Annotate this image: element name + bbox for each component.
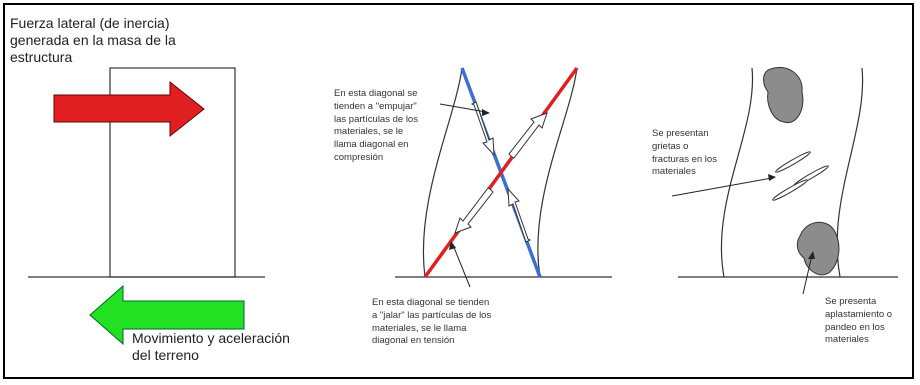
ground-motion-arrow bbox=[89, 284, 245, 346]
compression-arrow-lower bbox=[507, 187, 532, 243]
ground-motion-label: Movimiento y aceleración del terreno bbox=[132, 330, 290, 363]
panel-3-right-wall bbox=[836, 67, 864, 278]
panel-3-damage bbox=[671, 67, 898, 295]
panel-2-left-wall bbox=[422, 67, 463, 278]
compression-leader-arrowhead bbox=[482, 109, 490, 116]
crushed-zone-top bbox=[763, 67, 804, 124]
panel-2-right-wall bbox=[537, 67, 578, 278]
cracks-leader-arrowhead bbox=[768, 174, 776, 181]
tension-leader-arrowhead bbox=[449, 241, 456, 250]
compression-leader-line bbox=[439, 103, 487, 113]
lateral-force-label: Fuerza lateral (de inercia) generada en … bbox=[10, 15, 176, 65]
panel-2-diagonal-forces bbox=[395, 66, 612, 288]
tension-arrow-lower bbox=[454, 187, 494, 234]
crushing-leader-arrowhead bbox=[808, 251, 815, 259]
panel-1-undeformed-structure bbox=[28, 67, 265, 346]
crack-1 bbox=[775, 151, 811, 173]
lateral-force-arrow bbox=[53, 80, 205, 138]
cracks-leader-line bbox=[671, 177, 773, 197]
compression-arrow-upper bbox=[470, 101, 495, 157]
crushing-leader-line bbox=[802, 254, 813, 295]
compression-diagonal-label: En esta diagonal se tienden a "empujar" … bbox=[334, 88, 418, 164]
panel-3-left-wall bbox=[720, 67, 754, 278]
tension-arrow-upper bbox=[508, 112, 548, 159]
crack-3 bbox=[772, 179, 808, 201]
tension-diagonal bbox=[423, 66, 579, 279]
tension-diagonal-label: En esta diagonal se tienden a "jalar" la… bbox=[372, 297, 492, 347]
crushing-label: Se presenta aplastamiento o pandeo en lo… bbox=[825, 296, 893, 346]
crushed-zone-bottom bbox=[796, 221, 840, 276]
tension-leader-line bbox=[452, 244, 471, 288]
cracks-label: Se presentan grietas o fracturas en los … bbox=[652, 128, 717, 178]
panel-1-building-outline bbox=[109, 67, 236, 278]
